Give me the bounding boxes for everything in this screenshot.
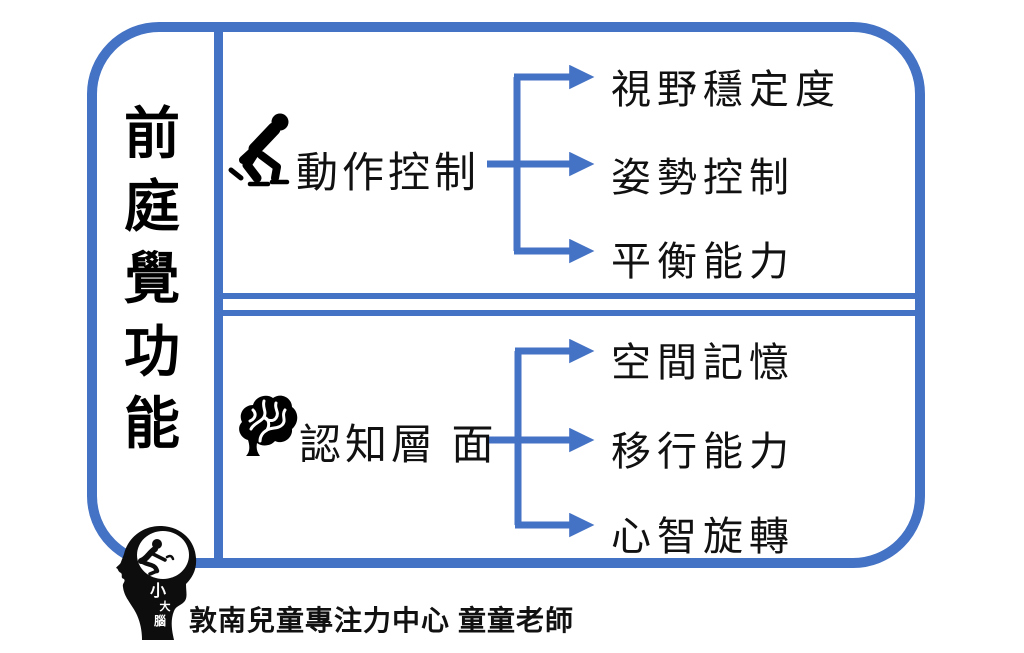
motor-control-label: 動作控制 (296, 151, 481, 197)
logo-char: 腦 (154, 613, 166, 628)
vertical-divider (214, 28, 223, 562)
branch-balance-ability: 平衡能力 (611, 239, 795, 284)
branch-visual-stability: 視野穩定度 (611, 67, 841, 112)
section-divider-line-bottom (221, 310, 916, 316)
diagram-title: 前 庭 覺 功 能 (116, 99, 188, 462)
section-divider-line-top (221, 293, 916, 299)
branch-spatial-memory: 空間記憶 (611, 340, 795, 385)
cognitive-aspect-label: 認知層 面 (299, 423, 498, 469)
branch-locomotion-ability: 移行能力 (611, 429, 795, 474)
logo-char: 大 (160, 599, 171, 613)
branch-mental-rotation: 心智旋轉 (611, 514, 795, 559)
branch-posture-control: 姿勢控制 (611, 155, 795, 200)
footer-credit: 敦南兒童專注力中心 童童老師 (189, 606, 575, 637)
head-profile-brain-logo: 小 大 腦 (116, 525, 197, 640)
logo-char: 小 (150, 582, 166, 600)
outer-frame (87, 22, 925, 568)
brain-icon (239, 395, 298, 456)
title-char: 前 (124, 102, 180, 167)
title-char: 庭 (124, 174, 180, 240)
title-char: 能 (124, 392, 180, 457)
title-char: 功 (124, 319, 180, 385)
speed-skater-icon (228, 113, 290, 187)
title-char: 覺 (124, 247, 180, 312)
